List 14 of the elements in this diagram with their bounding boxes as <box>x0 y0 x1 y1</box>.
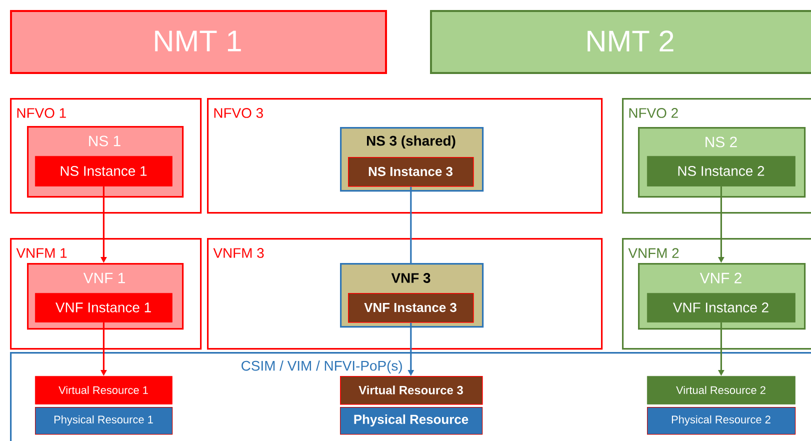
instance-box: VNF Instance 2 <box>647 293 796 322</box>
header-box: NMT 2 <box>430 10 811 74</box>
resource-box: Physical Resource 2 <box>647 407 796 435</box>
resource-box: Virtual Resource 1 <box>35 376 172 404</box>
instance-box: VNF Instance 1 <box>35 293 172 322</box>
resource-box: Virtual Resource 3 <box>340 376 483 405</box>
instance-box: VNF Instance 3 <box>348 293 474 323</box>
instance-box: NS Instance 2 <box>647 156 796 186</box>
resource-box: Virtual Resource 2 <box>647 376 796 404</box>
header-box: NMT 1 <box>10 10 387 74</box>
resource-box: Physical Resource 1 <box>35 407 173 435</box>
instance-box: NS Instance 3 <box>348 157 474 187</box>
resource-box: Physical Resource <box>340 407 483 435</box>
instance-box: NS Instance 1 <box>35 156 172 186</box>
